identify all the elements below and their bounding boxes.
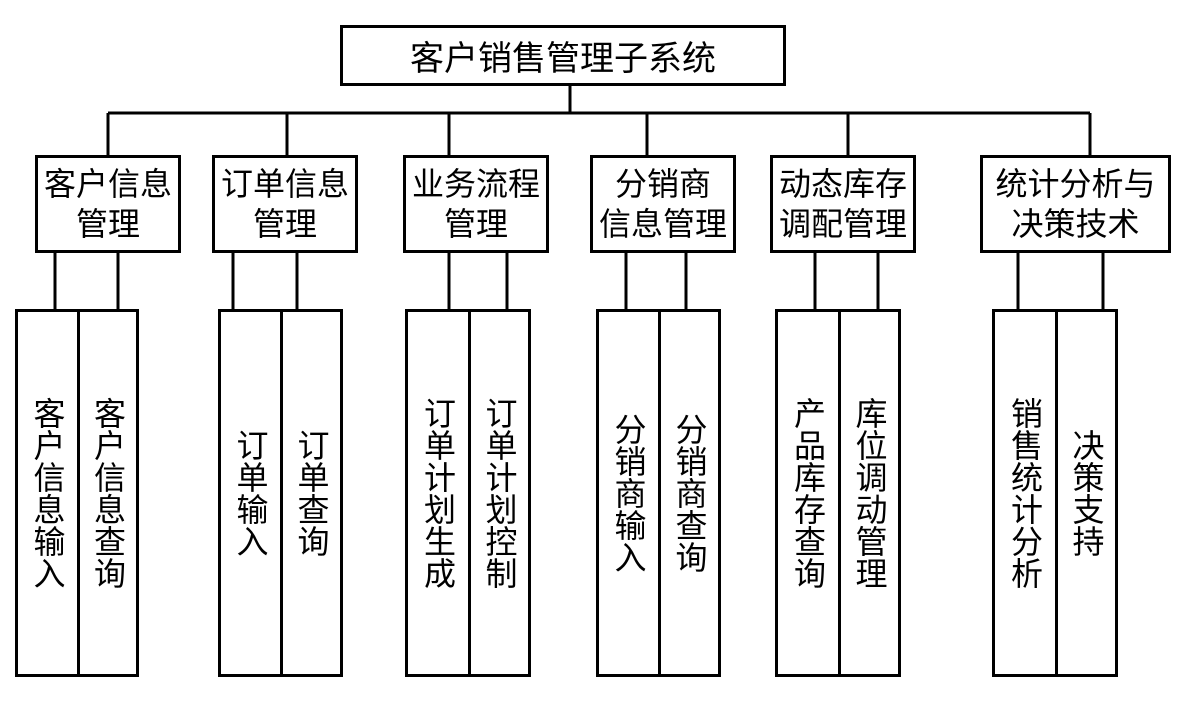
- root-label: 客户销售管理子系统: [410, 39, 716, 79]
- submodule-label: 订单输入: [231, 429, 270, 557]
- submodule-node: 产品库存查询: [775, 309, 841, 677]
- submodule-label: 产品库存查询: [789, 397, 827, 589]
- submodule-label: 分销商输入: [609, 413, 648, 573]
- submodule-node: 分销商输入: [596, 309, 661, 677]
- submodule-node: 决策支持: [1055, 309, 1118, 677]
- submodule-node: 客户信息输入: [15, 309, 80, 677]
- module-node: 订单信息 管理: [212, 155, 358, 253]
- submodule-node: 订单查询: [280, 309, 343, 677]
- module-label: 客户信息 管理: [43, 165, 172, 243]
- submodule-label: 客户信息输入: [28, 397, 67, 589]
- submodule-label: 客户信息查询: [89, 397, 127, 589]
- module-node: 统计分析与 决策技术: [980, 155, 1171, 253]
- submodule-node: 库位调动管理: [838, 309, 901, 677]
- submodule-label: 决策支持: [1067, 429, 1106, 557]
- submodule-label: 销售统计分析: [1006, 397, 1044, 589]
- module-node: 动态库存 调配管理: [770, 155, 916, 253]
- module-node: 客户信息 管理: [35, 155, 181, 253]
- module-label: 动态库存 调配管理: [778, 165, 907, 243]
- submodule-label: 订单查询: [292, 429, 331, 557]
- root-node: 客户销售管理子系统: [340, 25, 786, 86]
- module-label: 分销商 信息管理: [598, 165, 727, 243]
- submodule-node: 分销商查询: [658, 309, 721, 677]
- submodule-label: 分销商查询: [670, 413, 709, 573]
- module-label: 统计分析与 决策技术: [995, 165, 1156, 243]
- submodule-node: 销售统计分析: [992, 309, 1058, 677]
- submodule-node: 订单计划生成: [405, 309, 471, 677]
- submodule-node: 订单输入: [218, 309, 283, 677]
- submodule-node: 客户信息查询: [77, 309, 139, 677]
- module-label: 订单信息 管理: [220, 165, 349, 243]
- module-label: 业务流程 管理: [411, 165, 540, 243]
- submodule-label: 订单计划控制: [480, 397, 519, 589]
- module-node: 业务流程 管理: [403, 155, 549, 253]
- module-node: 分销商 信息管理: [590, 155, 736, 253]
- submodule-node: 订单计划控制: [468, 309, 531, 677]
- submodule-label: 订单计划生成: [419, 397, 457, 589]
- submodule-label: 库位调动管理: [850, 397, 889, 589]
